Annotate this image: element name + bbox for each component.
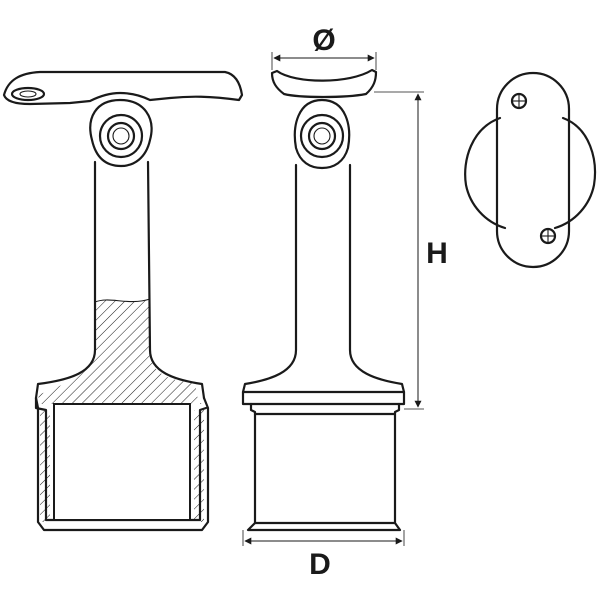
side-hinge-pin-inner	[313, 127, 331, 145]
height-label: H	[426, 237, 448, 270]
post-left-edge	[34, 160, 97, 400]
hinge-pin-outer	[98, 113, 144, 159]
top-view	[464, 71, 597, 269]
socket-wall-right-hatch	[194, 410, 204, 522]
socket-wall-left-hatch	[40, 410, 50, 522]
saddle-plate	[2, 70, 244, 106]
front-section-view	[2, 70, 244, 532]
side-hinge-pin-outer	[299, 113, 345, 159]
hinge-pin-middle	[106, 121, 136, 151]
hinge-pin-inner	[112, 127, 130, 145]
section-cut-line	[94, 298, 151, 303]
top-round-flange	[464, 116, 597, 230]
socket-bore	[53, 403, 191, 521]
side-post	[241, 163, 406, 406]
hinge-knuckle	[89, 98, 153, 168]
tube-socket	[34, 396, 210, 532]
side-hinge-pin-middle	[307, 121, 337, 151]
saddle-screw-hole-inner	[19, 90, 37, 98]
dimension-lines	[242, 52, 424, 546]
side-tube	[246, 402, 402, 532]
diameter-label: Ø	[312, 24, 335, 57]
side-hinge-head	[293, 98, 351, 170]
side-view	[241, 68, 406, 532]
top-saddle-plate	[495, 71, 571, 269]
saddle-screw-hole	[10, 86, 46, 102]
side-saddle	[270, 68, 378, 99]
post-section-hatch	[38, 299, 202, 404]
depth-label: D	[309, 548, 331, 581]
post-right-edge	[146, 160, 206, 400]
